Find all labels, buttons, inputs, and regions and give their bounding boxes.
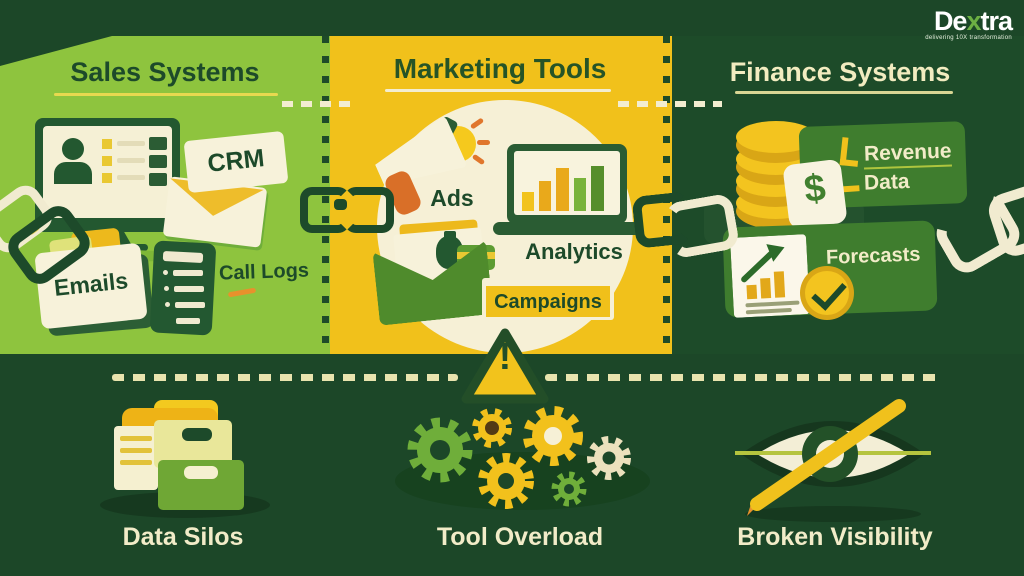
burst-ray-2 [477, 140, 490, 145]
chart-bar-1 [522, 192, 534, 211]
data-silos-label: Data Silos [122, 523, 244, 551]
broken-visibility-label: Broken Visibility [737, 523, 933, 551]
check-coin-face [805, 271, 849, 315]
chart-bar-2 [539, 181, 551, 211]
sales-title-underline [54, 93, 278, 96]
screen-bullet-1 [102, 139, 112, 149]
screen-line-3 [117, 175, 145, 180]
call-log-dot-3 [165, 302, 170, 307]
brand-x: x [966, 6, 981, 36]
user-avatar-icon [62, 138, 84, 160]
screen-line-1 [117, 141, 145, 146]
user-avatar-body [54, 162, 92, 184]
broken-visibility-eye-icon [735, 399, 931, 522]
bottom-dash-right [545, 374, 941, 381]
forecasts-label: Forecasts [825, 243, 921, 269]
brand-tagline: delivering 10X transformation [925, 35, 1012, 41]
bottom-dash-left [112, 374, 458, 381]
screen-bullet-2 [102, 156, 112, 166]
divider-marketing-finance [663, 36, 670, 354]
marketing-title: Marketing Tools [393, 53, 607, 84]
silos-cream-line-3 [120, 460, 152, 465]
silos-cream-line-1 [120, 436, 152, 441]
dash-connector-right [618, 101, 722, 107]
screen-tile-3 [149, 173, 167, 186]
chart-bar-4 [574, 178, 586, 211]
call-log-row-2 [174, 286, 204, 292]
sales-title: Sales Systems [70, 57, 260, 87]
call-log-header-bar [162, 250, 204, 264]
analytics-label: Analytics [525, 239, 623, 264]
call-log-row-3 [175, 302, 205, 308]
forecast-document-icon [730, 234, 810, 318]
divider-sales-marketing [322, 36, 329, 354]
silos-cream-line-2 [120, 448, 152, 453]
marketing-title-underline [385, 89, 611, 92]
brand-prefix: De [933, 6, 968, 36]
tool-overload-gears-icon [407, 406, 631, 509]
tool-overload-label: Tool Overload [436, 523, 604, 551]
screen-line-2 [117, 158, 145, 163]
moneybag-knot [444, 231, 456, 239]
finance-title-underline [735, 91, 953, 94]
chart-bar-3 [556, 168, 569, 211]
call-log-row-1 [173, 270, 203, 276]
silos-box-front-slot [184, 466, 218, 479]
broken-chain-sales-marketing-left [300, 187, 350, 233]
dollar-sign: $ [801, 166, 828, 212]
finance-title: Finance Systems [729, 57, 951, 87]
screen-tile-1 [149, 137, 167, 150]
silos-box-middle-slot [182, 428, 212, 441]
revenue-mark-top [839, 137, 861, 167]
warning-exclamation: ! [498, 336, 512, 378]
call-logs-label: Call Logs [218, 259, 310, 285]
brand-logo: Dextra delivering 10X transformation [880, 6, 1013, 41]
screen-tile-2 [149, 155, 167, 168]
screen-bullet-3 [102, 173, 112, 183]
laptop-base [493, 222, 641, 235]
warning-triangle-icon [461, 328, 549, 404]
campaigns-banner [486, 286, 610, 317]
revenue-label-line2: Data [863, 169, 910, 195]
broken-chain-sales-marketing-right [344, 187, 394, 233]
brand-suffix: tra [980, 6, 1013, 36]
chart-bar-5 [591, 166, 604, 211]
dash-connector-left [282, 101, 356, 107]
campaigns-label: Campaigns [494, 291, 602, 313]
revenue-label-line1: Revenue [863, 139, 952, 166]
call-log-dot-2 [164, 286, 169, 291]
ads-label: Ads [430, 185, 474, 211]
call-log-row-4 [176, 318, 200, 324]
chain-nub-center [334, 199, 347, 210]
